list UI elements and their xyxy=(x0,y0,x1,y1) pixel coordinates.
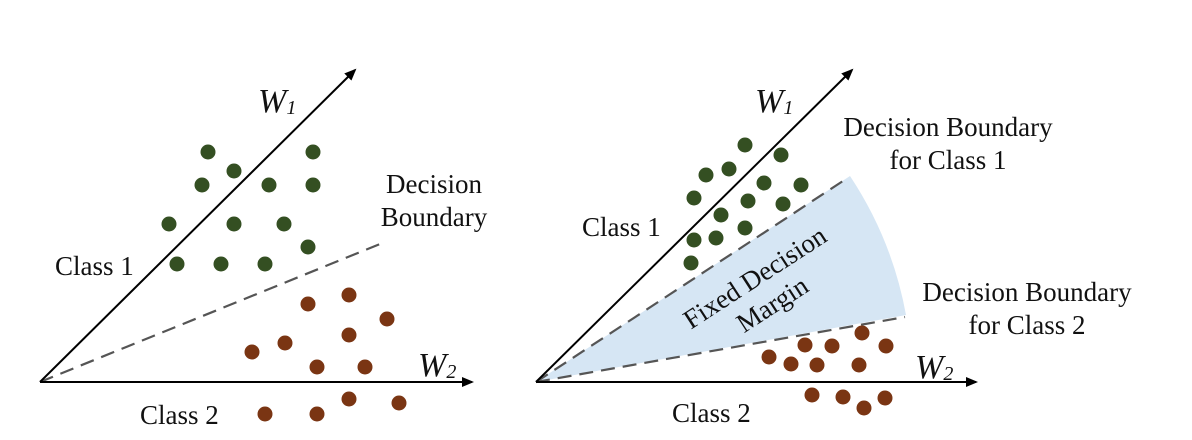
class1-point xyxy=(683,255,699,271)
class2-point xyxy=(341,287,357,303)
right-w1-axis xyxy=(535,68,854,383)
class1-point xyxy=(261,177,277,193)
class1-point xyxy=(300,239,316,255)
class1-point xyxy=(213,256,229,272)
class2-point xyxy=(854,325,870,341)
class2-point xyxy=(257,406,273,422)
class2-point xyxy=(824,338,840,354)
class1-point xyxy=(200,144,216,160)
class1-point xyxy=(686,232,702,248)
right-boundary1-label-line1: Decision Boundary xyxy=(843,112,1053,142)
right-boundary2-label-line2: for Class 2 xyxy=(969,310,1086,340)
right-class2-points xyxy=(761,325,894,416)
right-w2-label: W2 xyxy=(915,349,953,386)
class2-point xyxy=(797,337,813,353)
class2-point xyxy=(804,387,820,403)
class1-point xyxy=(708,230,724,246)
left-w1-label: W1 xyxy=(258,83,296,120)
class1-point xyxy=(194,177,210,193)
class1-point xyxy=(740,193,756,209)
left-class1-label: Class 1 xyxy=(55,251,134,281)
class1-point xyxy=(775,196,791,212)
class2-point xyxy=(878,338,894,354)
class2-point xyxy=(300,296,316,312)
class2-point xyxy=(244,344,260,360)
class1-point xyxy=(737,220,753,236)
class1-point xyxy=(698,167,714,183)
class1-point xyxy=(756,175,772,191)
class1-point xyxy=(226,216,242,232)
class1-point xyxy=(737,137,753,153)
left-class1-points xyxy=(161,144,321,272)
left-class2-points xyxy=(244,287,407,422)
class2-point xyxy=(341,391,357,407)
class1-point xyxy=(721,161,737,177)
class2-point xyxy=(309,406,325,422)
class1-point xyxy=(793,177,809,193)
left-class2-label: Class 2 xyxy=(140,400,219,430)
right-w1-label: W1 xyxy=(755,83,793,120)
class2-point xyxy=(277,335,293,351)
right-boundary2-label-line1: Decision Boundary xyxy=(922,277,1132,307)
class2-point xyxy=(341,327,357,343)
class1-point xyxy=(686,190,702,206)
right-panel: W1 W2 Class 1 Class 2 Decision Boundary … xyxy=(535,68,1132,428)
left-panel: W1 W2 Class 1 Class 2 Decision Boundary xyxy=(39,68,488,430)
class2-point xyxy=(309,359,325,375)
class1-point xyxy=(161,216,177,232)
class2-point xyxy=(851,357,867,373)
class1-point xyxy=(305,177,321,193)
fixed-decision-margin-region xyxy=(536,176,906,382)
class1-point xyxy=(276,216,292,232)
class1-point xyxy=(773,147,789,163)
left-boundary-label-line1: Decision xyxy=(386,169,482,199)
class2-point xyxy=(835,389,851,405)
class1-point xyxy=(257,256,273,272)
class2-point xyxy=(357,359,373,375)
left-w2-label: W2 xyxy=(418,347,456,384)
right-decision-boundary-class1 xyxy=(535,178,847,383)
right-class1-label: Class 1 xyxy=(582,212,661,242)
class1-point xyxy=(305,144,321,160)
class2-point xyxy=(877,390,893,406)
class1-point xyxy=(169,256,185,272)
class1-point xyxy=(226,163,242,179)
class2-point xyxy=(761,349,777,365)
left-decision-boundary xyxy=(39,242,381,384)
left-boundary-label-line2: Boundary xyxy=(381,202,488,232)
class2-point xyxy=(783,356,799,372)
right-class1-points xyxy=(683,137,809,271)
class1-point xyxy=(713,207,729,223)
class2-point xyxy=(379,311,395,327)
right-decision-boundary-class2 xyxy=(535,315,906,384)
class2-point xyxy=(856,400,872,416)
class2-point xyxy=(391,395,407,411)
class2-point xyxy=(809,357,825,373)
left-w1-axis xyxy=(39,68,357,383)
right-class2-label: Class 2 xyxy=(672,398,751,428)
right-boundary1-label-line2: for Class 1 xyxy=(890,145,1007,175)
